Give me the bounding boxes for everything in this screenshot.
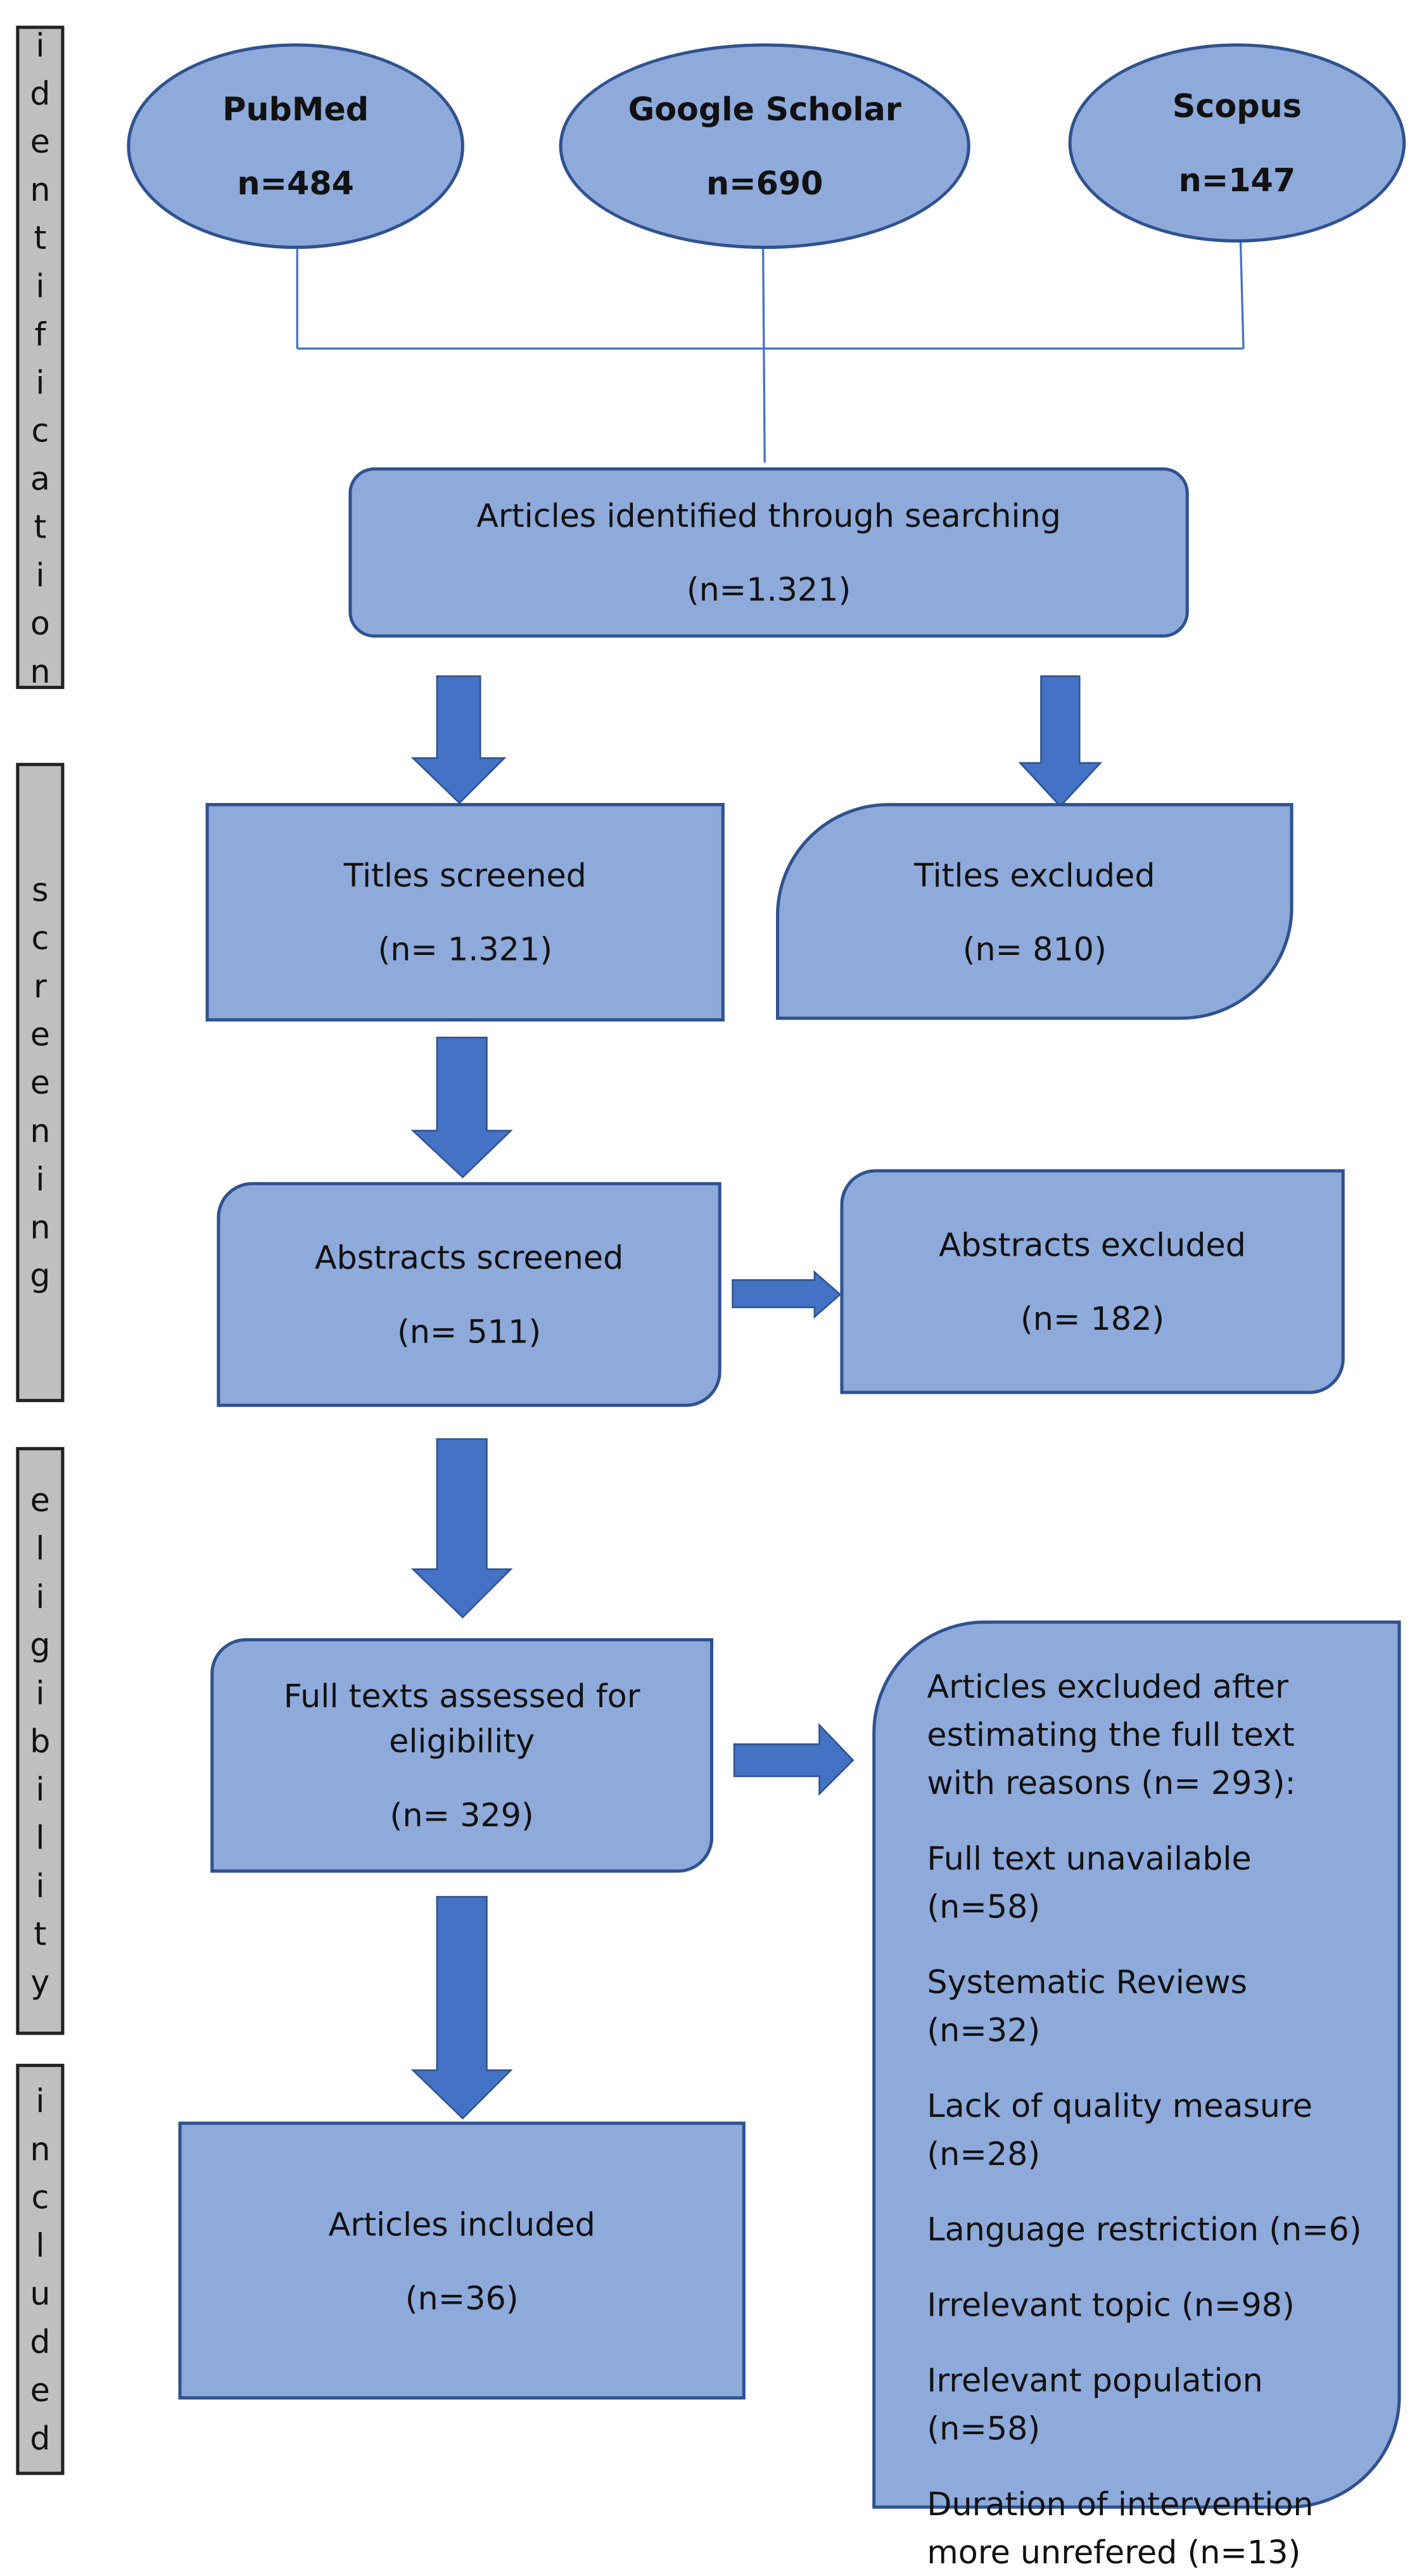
source-scopus: Scopus n=147: [1068, 43, 1406, 243]
box-fulltexts-assessed: Full texts assessed for eligibility (n= …: [210, 1638, 714, 1873]
box-titles-screened: Titles screened (n= 1.321): [205, 803, 725, 1022]
box-abstracts-screened: Abstracts screened (n= 511): [217, 1182, 721, 1407]
arrow-right-to-abstracts-excluded: [732, 1270, 842, 1319]
titles-screened-count: (n= 1.321): [378, 930, 553, 969]
phase-letter: c: [31, 410, 49, 449]
exclusion-reason-duration: Duration of intervention more unrefered …: [927, 2484, 1314, 2572]
source-pubmed-name: PubMed: [222, 90, 369, 129]
phase-letter: n: [30, 1208, 51, 1247]
phase-letter: d: [30, 2418, 51, 2458]
exclusion-reason-systematic-reviews: Systematic Reviews (n=32): [927, 1962, 1248, 2050]
phase-letter: c: [31, 2178, 49, 2217]
box-articles-included: Articles included (n=36): [178, 2121, 746, 2400]
abstracts-excluded-label: Abstracts excluded: [939, 1225, 1246, 1265]
exclusion-reason-irrelevant-topic: Irrelevant topic (n=98): [927, 2285, 1295, 2325]
phase-letter: i: [35, 555, 45, 594]
phase-letter: t: [34, 1914, 47, 1954]
source-google-scholar-count: n=690: [706, 163, 823, 203]
phase-letter: i: [35, 265, 45, 305]
phase-letter: l: [35, 1818, 45, 1857]
exclusion-reason-full-text-unavailable: Full text unavailable (n=58): [927, 1839, 1252, 1926]
phase-letter: i: [35, 1159, 45, 1199]
phase-letter: l: [35, 1529, 45, 1568]
box-articles-identified: Articles identified through searching (n…: [348, 467, 1189, 638]
phase-letter: n: [30, 2130, 51, 2169]
arrow-down-to-titles-excluded: [1018, 675, 1103, 808]
arrow-down-to-included: [410, 1896, 513, 2120]
phase-letter: i: [35, 1770, 45, 1809]
source-pubmed: PubMed n=484: [127, 43, 464, 249]
phase-letter: d: [30, 73, 51, 112]
abstracts-excluded-count: (n= 182): [1020, 1299, 1165, 1338]
exclusion-reason-language: Language restriction (n=6): [927, 2209, 1362, 2249]
arrow-down-to-fulltexts: [410, 1438, 513, 1619]
fulltexts-label-line1: Full texts assessed for: [283, 1676, 640, 1715]
phase-letter: b: [30, 1721, 51, 1760]
box-titles-excluded: Titles excluded (n= 810): [775, 803, 1293, 1020]
phase-letter: e: [30, 121, 51, 160]
arrow-right-to-exclusions: [733, 1722, 855, 1796]
phase-letter: g: [30, 1625, 51, 1664]
phase-letter: l: [35, 2226, 45, 2265]
phase-letter: i: [35, 362, 45, 401]
included-count: (n=36): [405, 2278, 519, 2317]
included-label: Articles included: [328, 2204, 595, 2243]
phase-letter: d: [30, 2322, 51, 2361]
phase-letter: a: [30, 458, 50, 497]
phase-letter: n: [30, 651, 51, 690]
exclusions-heading: Articles excluded after estimating the f…: [927, 1667, 1296, 1802]
source-scopus-count: n=147: [1178, 160, 1296, 199]
phase-letter: n: [30, 1111, 51, 1150]
identified-count: (n=1.321): [686, 570, 851, 609]
phase-letter: y: [30, 1962, 50, 2002]
exclusion-reason-lack-of-quality: Lack of quality measure (n=28): [927, 2086, 1313, 2173]
fulltexts-count: (n= 329): [390, 1795, 534, 1834]
connectors: [296, 229, 1245, 2120]
phase-letter: i: [35, 25, 45, 64]
phase-letter: e: [30, 1481, 51, 1520]
phase-letter: e: [30, 1063, 51, 1102]
box-abstracts-excluded: Abstracts excluded (n= 182): [840, 1169, 1345, 1394]
source-pubmed-count: n=484: [237, 163, 354, 203]
arrow-down-to-titles-screened: [410, 675, 507, 804]
phase-letter: u: [30, 2274, 51, 2313]
phase-letter: f: [34, 313, 46, 353]
phase-letter: t: [34, 217, 47, 256]
exclusion-reason-irrelevant-population: Irrelevant population (n=58): [927, 2361, 1263, 2448]
phase-letter: i: [35, 1673, 45, 1712]
source-google-scholar-name: Google Scholar: [628, 90, 901, 129]
box-exclusion-reasons: Articles excluded after estimating the f…: [872, 1620, 1401, 2572]
abstracts-screened-count: (n= 511): [397, 1312, 542, 1351]
arrow-down-to-abstracts-screened: [410, 1037, 513, 1178]
titles-screened-label: Titles screened: [343, 856, 587, 895]
source-scopus-name: Scopus: [1172, 86, 1302, 125]
phase-letter: t: [34, 507, 47, 546]
fulltexts-label-line2: eligibility: [389, 1721, 535, 1760]
phase-letter: n: [30, 169, 51, 208]
phase-letter: i: [35, 1577, 45, 1616]
abstracts-screened-label: Abstracts screened: [314, 1238, 624, 1277]
identified-label: Articles identified through searching: [476, 496, 1061, 535]
phase-letter: e: [30, 1014, 51, 1054]
source-google-scholar: Google Scholar n=690: [559, 43, 970, 249]
connector-google-scholar: [762, 249, 766, 463]
phase-letter: i: [35, 2081, 45, 2120]
phase-letter: c: [31, 918, 49, 957]
connector-scopus: [1239, 229, 1245, 349]
titles-excluded-count: (n= 810): [962, 929, 1107, 968]
phase-letter: r: [33, 966, 47, 1006]
phase-letter: i: [35, 1866, 45, 1905]
titles-excluded-label: Titles excluded: [914, 855, 1155, 894]
phase-letter: s: [32, 870, 49, 909]
phase-letter: o: [30, 603, 50, 642]
phase-letter: e: [30, 2370, 51, 2409]
phase-letter: g: [30, 1256, 51, 1295]
